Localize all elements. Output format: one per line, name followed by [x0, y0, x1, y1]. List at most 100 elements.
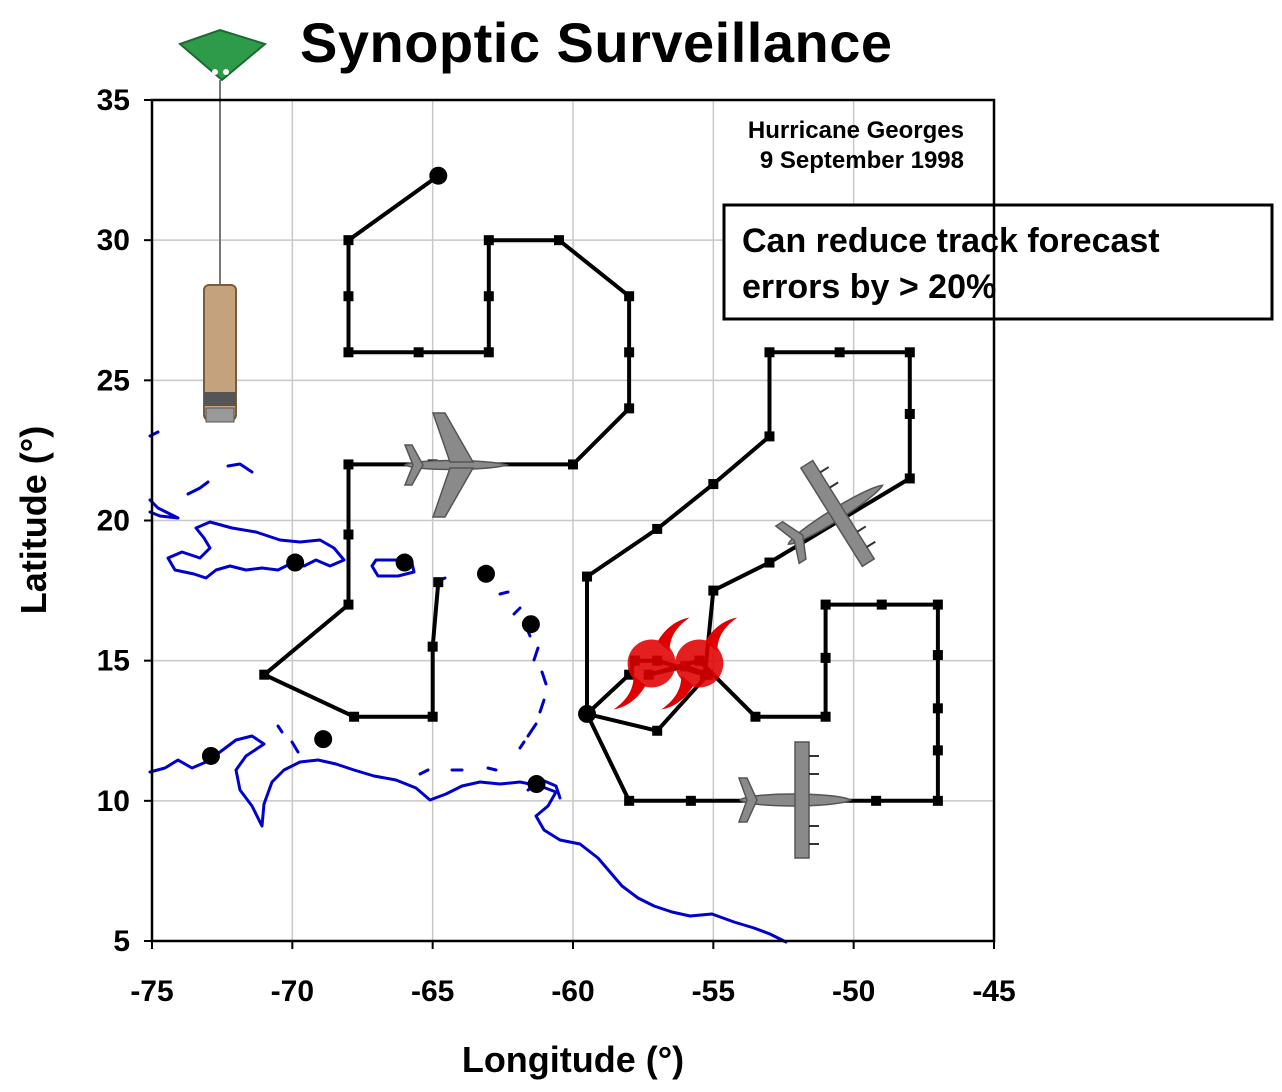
- dropsonde-point: [624, 403, 635, 414]
- dropsonde-point: [427, 641, 438, 652]
- flight-track-2: [585, 350, 940, 803]
- station-marker: [395, 553, 414, 572]
- dropsonde-point: [932, 650, 943, 661]
- hurricane-arm-bottom: [661, 675, 694, 710]
- x-tick-label: -75: [130, 975, 173, 1008]
- dropsonde-point: [553, 235, 564, 246]
- dropsonde-point: [624, 291, 635, 302]
- coast-islet-2: [418, 766, 498, 776]
- x-tick-label: -60: [551, 975, 594, 1008]
- dropsonde-icon: [178, 28, 268, 423]
- dropsonde-point: [259, 669, 270, 680]
- dropsonde-point: [343, 235, 354, 246]
- dropsonde-point: [685, 795, 696, 806]
- hurricane-eye: [675, 639, 724, 688]
- station-marker: [527, 775, 546, 794]
- coast-south-america: [148, 734, 788, 944]
- dropsonde-point: [820, 652, 831, 663]
- x-tick-label: -70: [271, 975, 314, 1008]
- dropsonde-point: [904, 347, 915, 358]
- tracks: [259, 170, 943, 806]
- y-axis-label: Latitude (°): [13, 426, 54, 614]
- dropsonde-point: [652, 523, 663, 534]
- dropsonde-point: [343, 599, 354, 610]
- dropsonde-point: [349, 711, 360, 722]
- dropsonde-point: [624, 795, 635, 806]
- x-tick-label: -45: [972, 975, 1015, 1008]
- y-tick-label: 10: [97, 785, 130, 818]
- cargo-aircraft-icon: [774, 459, 884, 568]
- callout-line-2: errors by > 20%: [742, 268, 996, 306]
- station-marker: [286, 553, 305, 572]
- y-tick-label: 35: [97, 84, 130, 117]
- hurricane-arm-bottom: [613, 675, 646, 710]
- dropsonde-point: [764, 557, 775, 568]
- dropsonde-point: [483, 235, 494, 246]
- flight-track-1: [262, 174, 632, 719]
- dropsonde-point: [433, 577, 444, 588]
- station-marker: [314, 730, 333, 749]
- page-title: Synoptic Surveillance: [300, 11, 893, 74]
- x-axis-label: Longitude (°): [462, 1039, 684, 1080]
- storm-date-label: 9 September 1998: [760, 147, 964, 174]
- coast-cuba-tip: [148, 498, 180, 520]
- dropsonde-point: [904, 473, 915, 484]
- dropsonde-point: [904, 408, 915, 419]
- cargo-aircraft-icon-2: [737, 741, 853, 859]
- callout-line-1: Can reduce track forecast: [742, 222, 1160, 260]
- dropsonde-point: [820, 599, 831, 610]
- station-marker: [578, 704, 597, 723]
- hurricane-arm-top: [657, 617, 690, 652]
- coast-islet-1: [276, 724, 300, 754]
- x-tick-label: -50: [832, 975, 875, 1008]
- hurricane-arm-top: [705, 617, 738, 652]
- dropsonde-point: [427, 711, 438, 722]
- coast-puerto-rico: [370, 558, 416, 578]
- dropsonde-point: [932, 795, 943, 806]
- jet-aircraft-icon: [403, 412, 510, 518]
- dropsonde-point: [624, 669, 635, 680]
- dropsonde-point: [413, 347, 424, 358]
- dropsonde-point: [871, 795, 882, 806]
- dropsonde-point: [483, 291, 494, 302]
- hurricane-eye: [627, 639, 676, 688]
- hurricane-symbol: [613, 617, 690, 710]
- callout-box: [722, 203, 1274, 321]
- dropsonde-point: [932, 745, 943, 756]
- observation-sites: [201, 166, 597, 794]
- dropsonde-point: [750, 711, 761, 722]
- station-marker: [201, 746, 220, 765]
- y-tick-label: 20: [97, 505, 130, 538]
- dropsonde-point: [876, 599, 887, 610]
- x-tick-label: -55: [692, 975, 735, 1008]
- y-tick-label: 5: [113, 925, 130, 958]
- station-marker: [521, 615, 540, 634]
- dropsonde-point: [932, 703, 943, 714]
- dropsonde-point: [932, 599, 943, 610]
- dropsonde-point: [568, 459, 578, 470]
- dropsonde-point: [834, 347, 845, 358]
- coastline: [148, 430, 788, 944]
- hurricane-symbols: [613, 617, 738, 710]
- dropsonde-point: [343, 291, 354, 302]
- coast-bahamas: [186, 462, 254, 496]
- hurricane-symbol: [661, 617, 738, 710]
- dropsonde-point: [708, 585, 719, 596]
- dropsonde-point: [343, 459, 354, 470]
- dropsonde-point: [624, 347, 635, 358]
- y-tick-label: 25: [97, 364, 130, 397]
- dropsonde-point: [343, 529, 354, 540]
- station-marker: [476, 564, 495, 583]
- storm-name-label: Hurricane Georges: [748, 117, 964, 144]
- dropsonde-point: [343, 347, 354, 358]
- coast-antilles-2: [498, 590, 548, 750]
- dropsonde-point: [708, 479, 719, 490]
- dropsonde-point: [582, 571, 593, 582]
- coast-hispaniola: [166, 520, 346, 580]
- dropsonde-point: [820, 711, 831, 722]
- y-tick-label: 15: [97, 645, 130, 678]
- x-tick-label: -65: [411, 975, 454, 1008]
- dropsonde-point: [764, 431, 775, 442]
